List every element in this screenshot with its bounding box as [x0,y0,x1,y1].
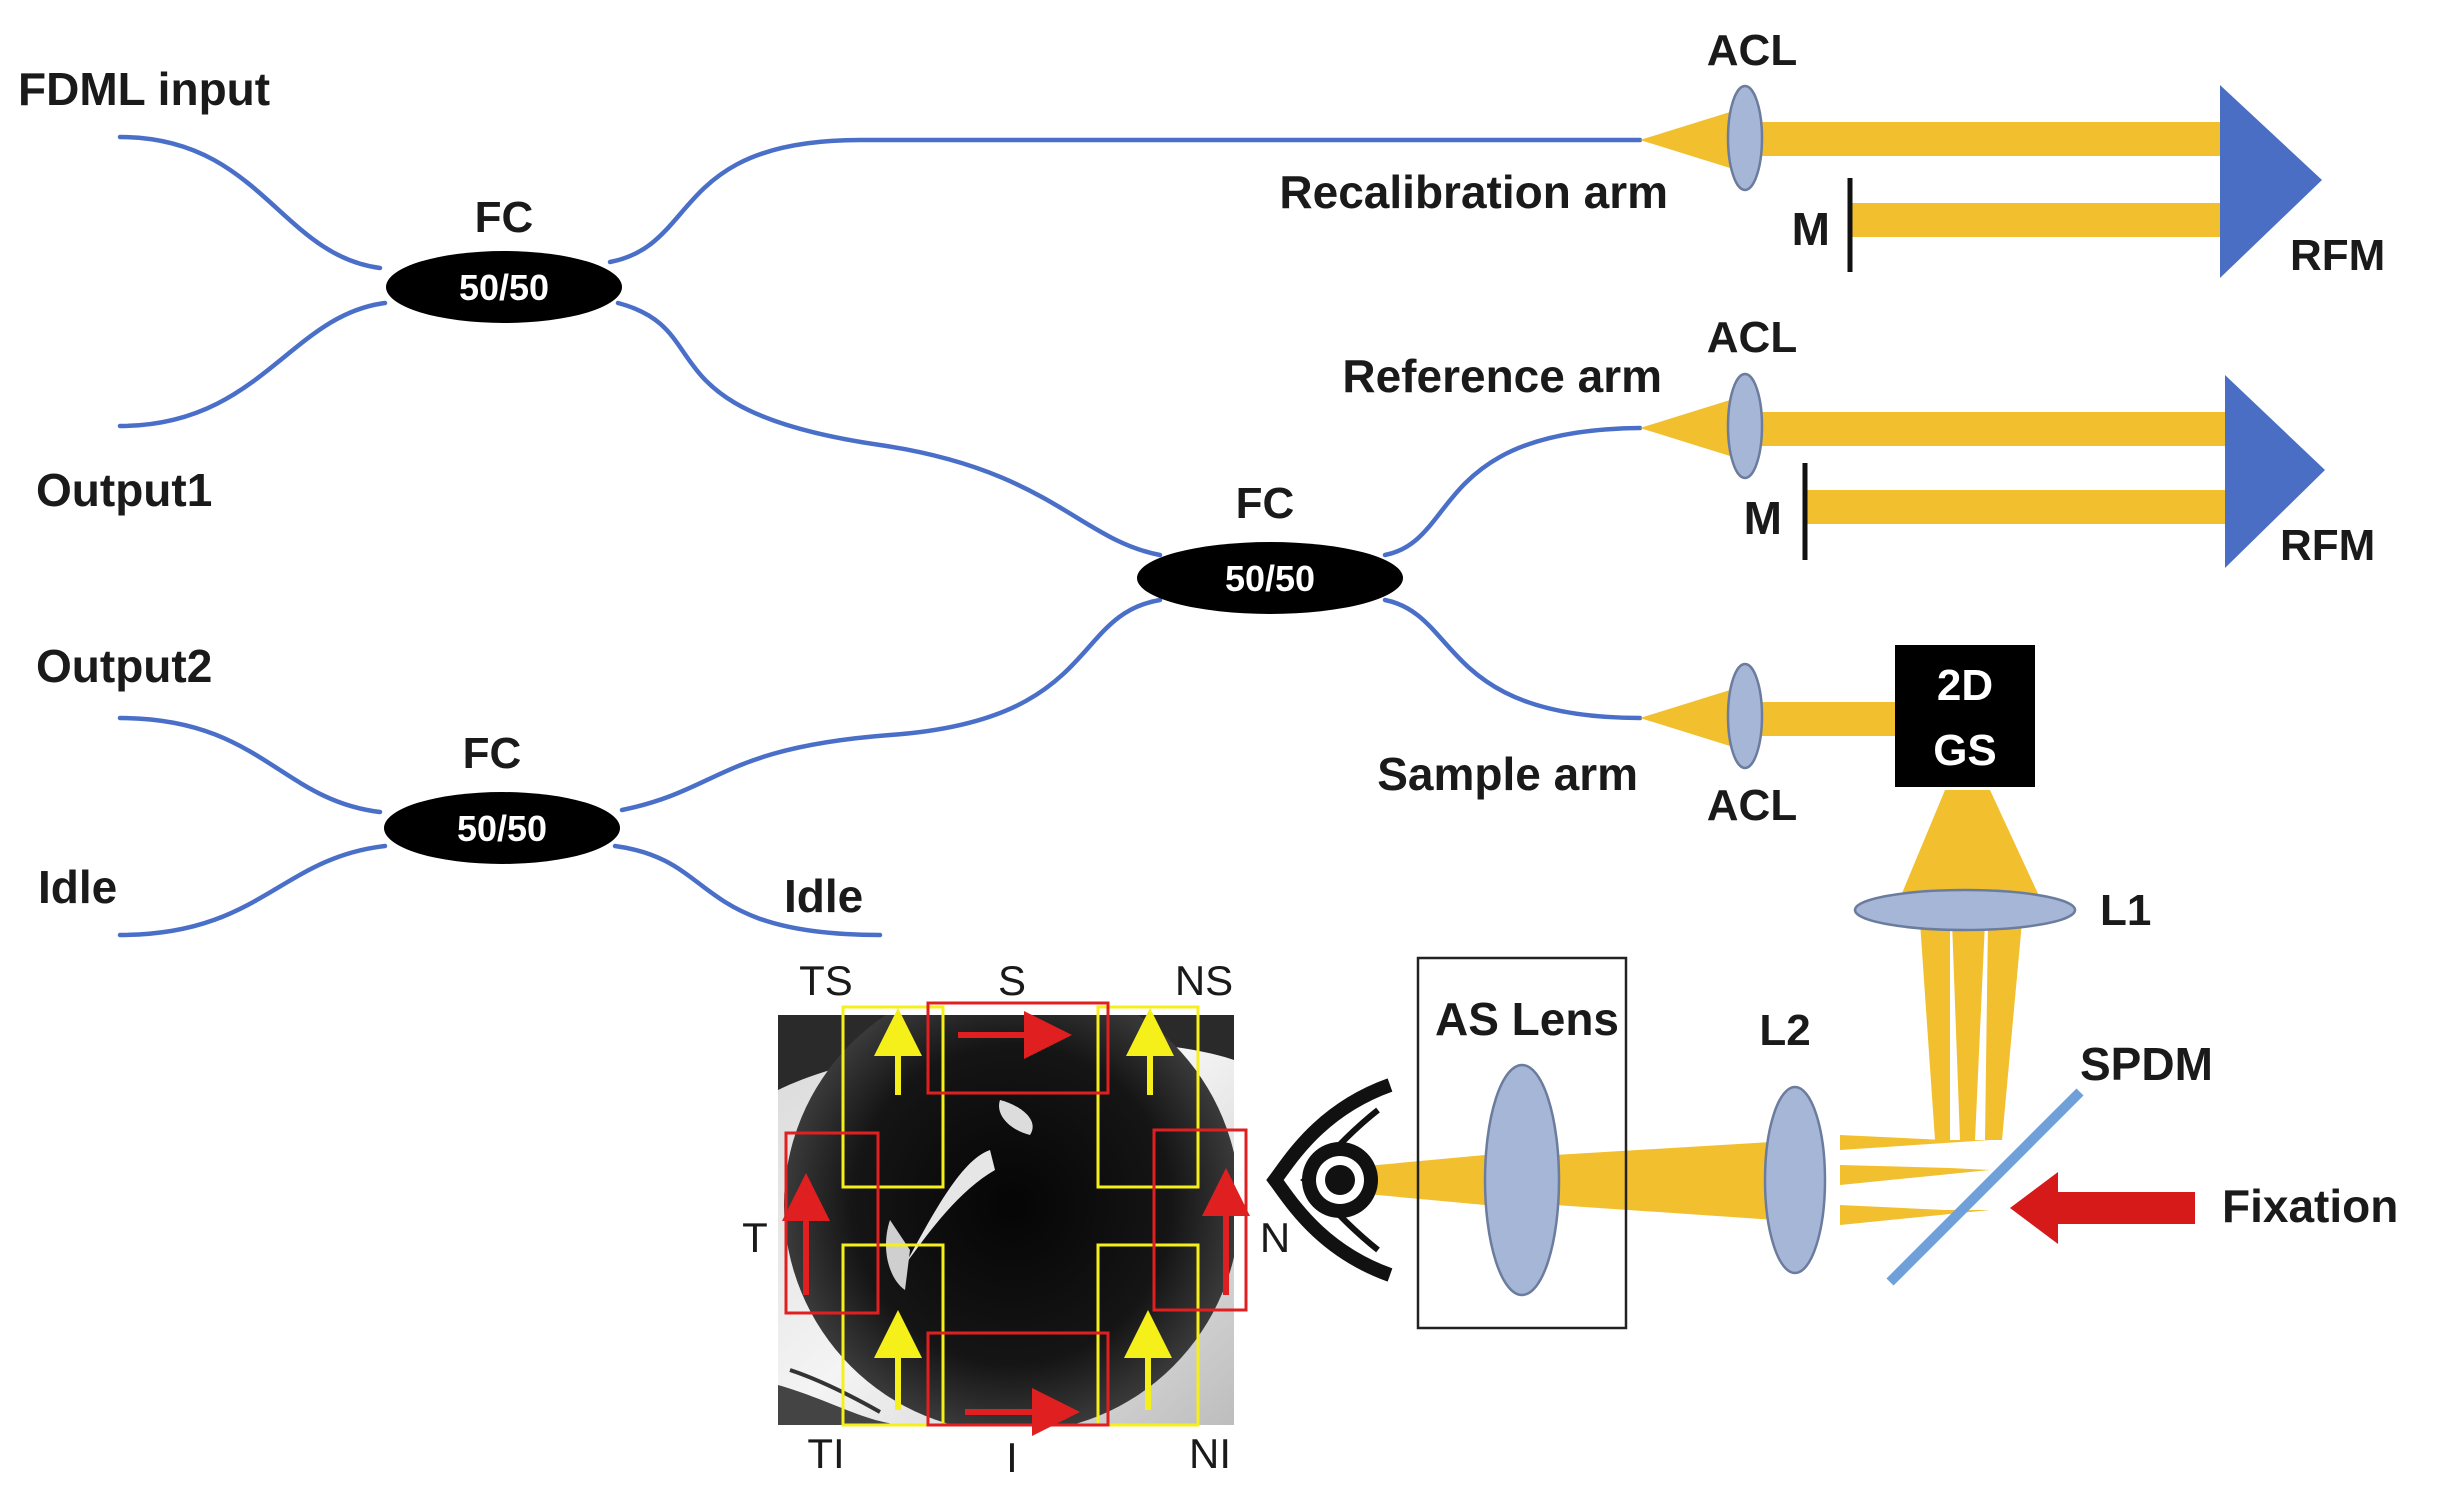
spdm-to-l2-beam-upper [1840,1135,1990,1150]
label-eye-i: I [1006,1434,1018,1481]
label-eye-n: N [1260,1214,1290,1261]
label-m-recal: M [1792,203,1830,255]
ref-beam-upper [1745,412,2225,446]
lens-l2 [1763,1085,1827,1275]
label-acl-sample: ACL [1707,781,1797,830]
sample-beam [1745,702,1895,736]
label-spdm: SPDM [2080,1038,2213,1090]
scan-box-ti [841,1243,945,1427]
scan-box-ts [841,1005,945,1189]
as-lens-box [1416,956,1628,1330]
label-acl-ref: ACL [1707,313,1797,362]
scan-box-ns [1096,1005,1200,1189]
ref-beam-lower [1805,490,2225,524]
fiber-output1 [117,300,388,429]
fiber-idle-right [612,843,883,938]
recal-beam-upper [1745,122,2220,156]
scan-box-n [1152,1128,1248,1312]
fiber-ref-arm [1382,425,1643,558]
fiber-coupler-mid: 50/50 [1137,542,1403,614]
coupler-label-top: FC [475,193,534,242]
fiber-output2 [117,715,383,815]
label-l2: L2 [1759,1006,1810,1055]
fiber-coupler-bottom: 50/50 [384,792,620,864]
fiber-fdml-input [117,134,383,271]
label-eye-s: S [998,957,1026,1004]
label-eye-ti: TI [807,1430,844,1477]
label-m-ref: M [1744,492,1782,544]
eye-icon [1266,1078,1393,1282]
scan-box-i [926,1331,1110,1427]
label-acl-recal: ACL [1707,26,1797,75]
spdm-to-l2-beam-mid [1840,1165,1990,1185]
scan-box-s [926,1001,1110,1095]
label-sample-arm: Sample arm [1377,748,1638,800]
gs-to-l1-beam [1900,790,2040,898]
spdm-mirror [1886,1088,2084,1286]
fiber-mid-to-bottom [619,597,1163,813]
ref-beam-cone [1640,400,1730,456]
scan-box-t [784,1131,880,1315]
label-eye-ni: NI [1189,1430,1231,1477]
coupler-label-bottom: FC [463,729,522,778]
rfm-prism-recal [2220,85,2322,278]
label-eye-t: T [742,1214,768,1261]
sample-arm: 2D GS [1345,645,2195,1330]
acl-lens-recal [1726,84,1764,192]
label-eye-ns: NS [1175,957,1233,1004]
label-reference-arm: Reference arm [1342,350,1662,402]
galvo-scanner-box [1895,645,2035,787]
scan-box-ni [1096,1243,1200,1427]
recal-beam-lower [1850,203,2220,237]
fiber-idle-left [117,843,388,938]
coupler-label-mid: FC [1236,479,1295,528]
label-rfm-ref: RFM [2280,521,2375,570]
as-lens [1483,1063,1561,1297]
fixation-arrow [2010,1172,2195,1244]
l1-to-spdm-beam-right [1985,922,2022,1140]
label-fdml-input: FDML input [18,63,270,115]
eye-photo [778,1001,1250,1436]
as-to-eye-beam [1345,1155,1485,1205]
recal-beam-cone [1640,112,1730,168]
label-recalibration-arm: Recalibration arm [1279,166,1668,218]
label-l1: L1 [2100,886,2151,935]
fiber-recal-arm [607,137,1643,265]
l1-to-spdm-beam-mid [1952,922,1985,1140]
fiber-coupler-top: 50/50 [386,251,622,323]
reference-arm [1640,372,2325,568]
recalibration-arm [1640,84,2322,278]
acl-lens-sample [1726,662,1764,770]
l1-to-spdm-beam-left [1920,922,1950,1140]
label-fixation: Fixation [2222,1180,2398,1232]
sample-beam-cone [1640,690,1730,746]
rfm-prism-ref [2225,375,2325,568]
label-output2: Output2 [36,640,212,692]
label-rfm-recal: RFM [2290,231,2385,280]
label-output1: Output1 [36,464,212,516]
spdm-to-l2-beam-lower [1840,1205,1990,1225]
coupler-ratio-top: 50/50 [459,267,549,308]
fiber-sample-arm [1382,597,1643,721]
label-gs-line2: GS [1933,726,1997,775]
label-eye-ts: TS [799,957,853,1004]
label-as-lens: AS Lens [1435,993,1619,1045]
label-idle-right: Idle [784,870,863,922]
lens-l1 [1853,888,2077,932]
coupler-ratio-mid: 50/50 [1225,558,1315,599]
fiber-top-to-mid [615,300,1163,558]
label-idle-left: Idle [38,861,117,913]
coupler-ratio-bottom: 50/50 [457,808,547,849]
l2-to-as-beam [1555,1140,1805,1222]
fiber-network [117,134,1643,938]
acl-lens-ref [1726,372,1764,480]
label-gs-line1: 2D [1937,661,1993,710]
